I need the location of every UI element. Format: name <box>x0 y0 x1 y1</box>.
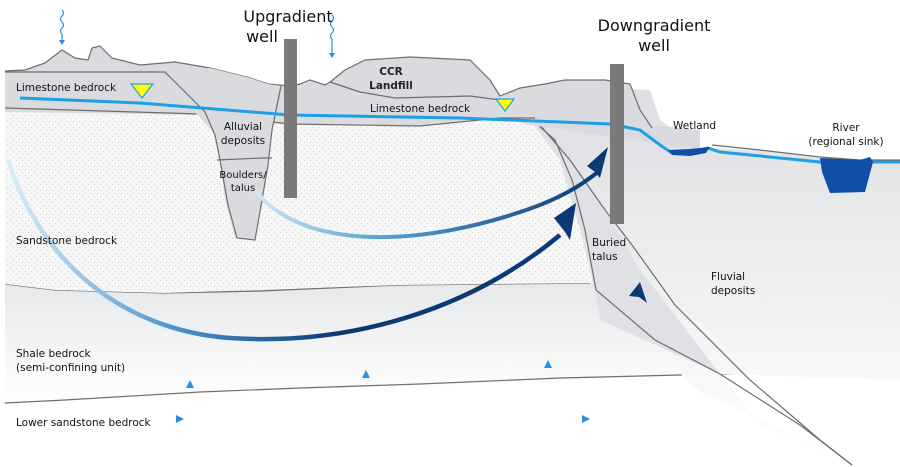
wetland-water <box>668 147 710 156</box>
water-table-marker-icon <box>494 98 516 112</box>
river-water <box>820 157 873 193</box>
alluvial-deposits-label: Alluvial <box>224 121 262 133</box>
buried-talus-body <box>504 94 853 466</box>
sandstone-bedrock-layer <box>5 112 596 293</box>
upward-flow-arrow-icon <box>186 380 194 410</box>
river-label: River <box>832 122 860 134</box>
sandstone-bedrock-label: Sandstone bedrock <box>16 235 118 247</box>
upward-flow-arrow-icon <box>544 360 552 390</box>
shale-bedrock-label: (semi-confining unit) <box>16 362 125 374</box>
precipitation-icon <box>59 9 65 45</box>
river-label: (regional sink) <box>808 136 883 148</box>
precipitation-icon <box>329 14 335 58</box>
shale-bedrock-label: Shale bedrock <box>16 348 92 360</box>
fluvial-deposits-region <box>540 88 900 463</box>
limestone-bedrock-label: Limestone bedrock <box>370 103 471 115</box>
wetland-label: Wetland <box>673 120 716 132</box>
flow-path-deep <box>5 159 562 342</box>
fluvial-deposits-label: Fluvial <box>711 271 745 283</box>
ccr-landfill-label: Landfill <box>369 80 413 92</box>
flow-arrowhead-icon <box>587 147 608 178</box>
downgradient-well-label: Downgradient <box>598 16 711 35</box>
downgradient-well-label: well <box>638 36 670 55</box>
lateral-flow-arrow-icon <box>522 415 590 423</box>
fluvial-deposits-label: deposits <box>711 285 755 297</box>
limestone-bedrock-label: Limestone bedrock <box>16 82 117 94</box>
downgradient-well[interactable] <box>610 64 624 224</box>
lower-sandstone-label: Lower sandstone bedrock <box>16 417 152 429</box>
alluvial-deposits-label: deposits <box>221 135 265 147</box>
buried-talus-label: Buried <box>592 237 626 249</box>
flow-arrowhead-icon <box>629 282 647 303</box>
ccr-landfill-label: CCR <box>379 66 403 78</box>
lateral-flow-arrow-icon <box>130 415 184 423</box>
flow-arrowhead-icon <box>554 203 576 240</box>
flow-path-shallow <box>253 170 600 240</box>
upgradient-well[interactable] <box>284 39 297 198</box>
water-table-marker-icon <box>129 83 155 99</box>
boulders-talus-label: Boulders/ <box>219 170 267 181</box>
upward-flow-arrow-icon <box>362 370 370 400</box>
buried-talus-label: talus <box>592 251 618 263</box>
boulders-talus-label: talus <box>231 183 255 194</box>
upgradient-well-label: Upgradient <box>243 7 332 26</box>
upgradient-well-label: well <box>246 27 278 46</box>
